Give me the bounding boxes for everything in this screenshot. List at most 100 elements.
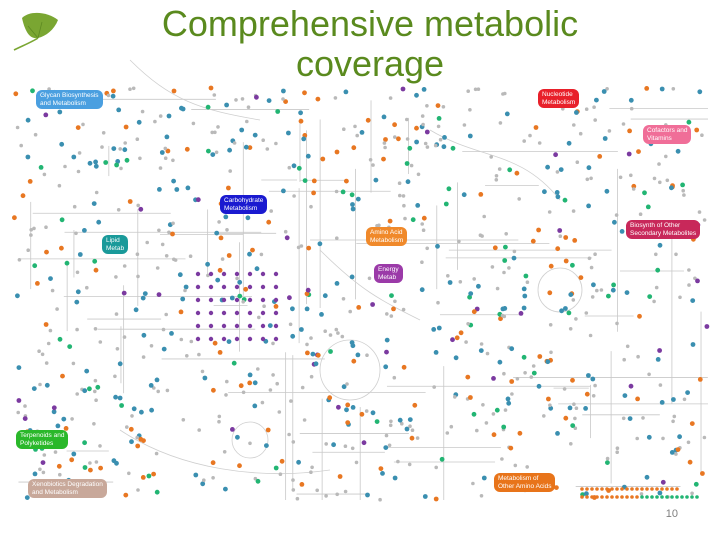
metabolite-node <box>682 193 686 197</box>
covered-metabolite-node <box>590 376 596 382</box>
metabolite-node <box>305 342 309 347</box>
metabolite-node <box>29 228 33 232</box>
metabolite-node <box>464 340 468 344</box>
covered-metabolite-node <box>260 336 266 342</box>
covered-metabolite-node <box>129 439 134 445</box>
metabolite-node <box>259 252 264 257</box>
cycle-path <box>537 267 583 313</box>
covered-metabolite-node <box>25 117 31 123</box>
covered-metabolite-node <box>290 306 295 312</box>
covered-metabolite-node <box>414 125 419 131</box>
covered-metabolite-node <box>40 460 46 465</box>
metabolite-node <box>93 327 98 331</box>
metabolite-node <box>212 93 217 97</box>
metabolite-node <box>323 329 328 334</box>
metabolite-node <box>122 264 127 268</box>
covered-metabolite-node <box>389 293 394 298</box>
pathway-label-amino-acid[interactable]: Amino Acid Metabolism <box>366 227 408 246</box>
covered-metabolite-node <box>659 86 665 92</box>
pathway-label-energy[interactable]: Energy Metab <box>374 264 403 283</box>
covered-metabolite-node <box>665 495 669 499</box>
covered-metabolite-node <box>345 402 351 408</box>
metabolite-node <box>217 414 222 419</box>
covered-metabolite-node <box>165 148 171 154</box>
metabolite-node <box>88 461 92 465</box>
covered-metabolite-node <box>503 244 508 250</box>
covered-metabolite-node <box>148 383 154 388</box>
metabolite-node <box>309 470 313 475</box>
metabolite-node <box>652 299 656 304</box>
covered-metabolite-node <box>206 148 211 154</box>
covered-metabolite-node <box>419 287 425 293</box>
covered-metabolite-node <box>30 88 35 94</box>
covered-metabolite-node <box>254 266 260 272</box>
metabolite-node <box>466 322 470 326</box>
metabolite-node <box>471 481 475 486</box>
covered-metabolite-node <box>392 122 397 128</box>
metabolite-node <box>568 327 573 331</box>
pathway-label-nucleotide[interactable]: Nucleotide Metabolism <box>538 89 580 108</box>
covered-metabolite-node <box>185 185 191 191</box>
covered-metabolite-node <box>252 403 258 409</box>
metabolite-node <box>149 344 154 348</box>
pathway-label-terpenoids[interactable]: Terpenoids and Polyketides <box>16 430 69 449</box>
metabolite-node <box>585 177 590 182</box>
covered-metabolite-node <box>20 193 26 199</box>
metabolite-node <box>261 138 266 142</box>
covered-metabolite-node <box>56 463 62 469</box>
covered-metabolite-node <box>563 258 569 264</box>
label-line: Xenobiotics Degradation <box>32 481 103 488</box>
covered-metabolite-node <box>284 235 290 241</box>
covered-metabolite-node <box>680 495 684 499</box>
covered-metabolite-node <box>370 302 375 307</box>
label-line: Polyketides <box>20 439 54 447</box>
metabolite-node <box>531 364 536 368</box>
metabolite-node <box>114 275 118 279</box>
covered-metabolite-node <box>264 443 269 448</box>
covered-metabolite-node <box>43 322 49 327</box>
metabolite-node <box>240 97 245 101</box>
covered-metabolite-node <box>580 487 584 491</box>
metabolite-node <box>171 158 175 163</box>
covered-metabolite-node <box>149 407 155 413</box>
covered-metabolite-node <box>75 125 81 130</box>
metabolite-node <box>491 412 496 416</box>
covered-metabolite-node <box>374 419 380 424</box>
covered-metabolite-node <box>141 332 147 338</box>
covered-metabolite-node <box>498 316 503 322</box>
metabolite-node <box>635 436 639 441</box>
covered-metabolite-node <box>247 145 253 151</box>
metabolite-node <box>300 385 305 390</box>
label-line: Carbohydrate <box>224 197 264 204</box>
metabolite-node <box>29 233 33 237</box>
covered-metabolite-node <box>138 206 144 212</box>
pathway-label-secondary[interactable]: Biosynth of Other Secondary Metabolites <box>626 220 701 239</box>
covered-metabolite-node <box>136 119 142 125</box>
metabolite-node <box>118 147 122 151</box>
metabolite-node <box>453 395 457 399</box>
metabolite-node <box>654 252 658 257</box>
metabolite-node <box>593 252 597 256</box>
pathway-label-cofactors[interactable]: Cofactors and Vitamins <box>643 125 692 144</box>
pathway-label-glycan[interactable]: Glycan Biosynthesis and Metabolism <box>36 90 103 109</box>
covered-metabolite-node <box>117 361 123 367</box>
metabolite-node <box>389 419 393 424</box>
covered-metabolite-node <box>447 280 453 285</box>
pathway-label-carbohydrate[interactable]: Carbohydrate Metabolism <box>220 195 268 214</box>
pathway-label-other-amino[interactable]: Metabolism of Other Amino Acids <box>494 473 556 492</box>
metabolite-node <box>309 374 314 379</box>
metabolite-node <box>275 381 280 386</box>
metabolite-node <box>302 418 307 422</box>
metabolite-node <box>336 331 340 335</box>
covered-metabolite-node <box>637 313 642 319</box>
pathway-label-xenobiotics[interactable]: Xenobiotics Degradation and Metabolism <box>28 479 107 498</box>
pathway-label-lipid[interactable]: Lipid Metab <box>102 235 129 254</box>
covered-metabolite-node <box>260 323 266 329</box>
covered-metabolite-node <box>103 160 109 165</box>
metabolite-node <box>436 300 440 305</box>
metabolite-node <box>549 350 553 355</box>
covered-metabolite-node <box>626 151 632 157</box>
metabolite-node <box>484 421 489 425</box>
metabolite-node <box>350 446 355 451</box>
